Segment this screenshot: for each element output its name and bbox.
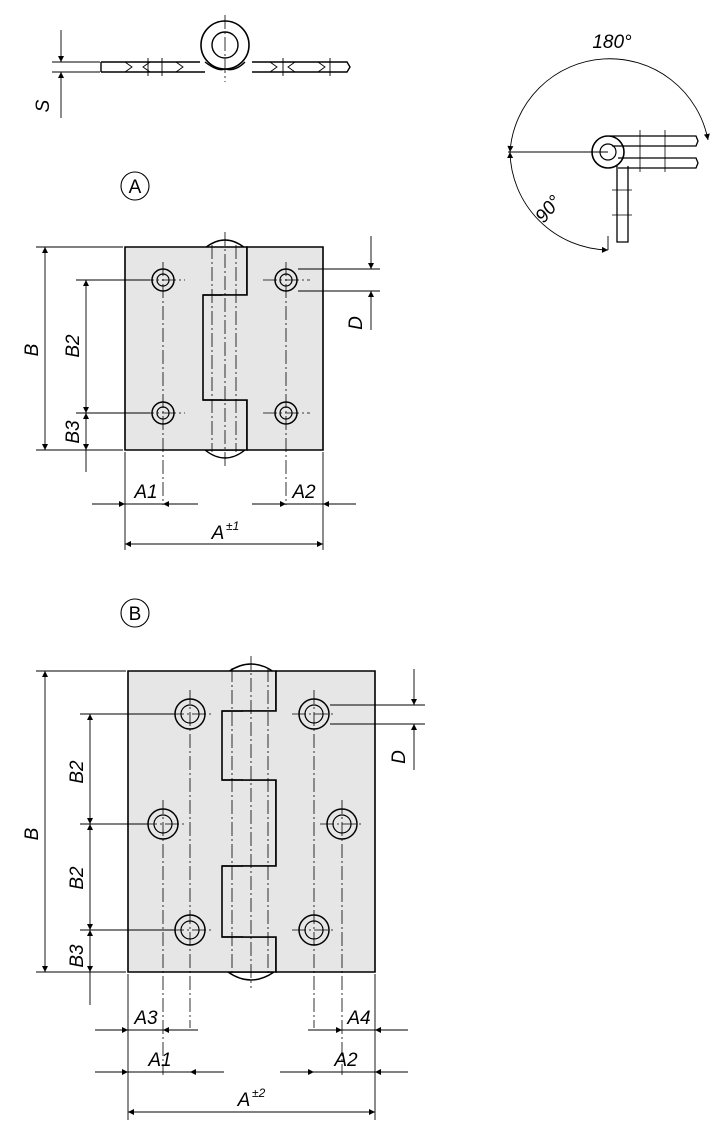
b-b2-lower-label: B2 <box>67 866 88 890</box>
a-b3-label: B3 <box>63 420 84 444</box>
a-a2-label: A2 <box>291 482 316 503</box>
variant-a-right-leaf <box>202 246 324 451</box>
b-b3-label: B3 <box>67 944 88 968</box>
b-a1-label: A1 <box>147 1050 171 1071</box>
variant-a-label: A <box>129 177 142 198</box>
rotation-view: 180° 90° <box>507 32 710 253</box>
variant-b-marker <box>120 598 150 628</box>
s-label: S <box>33 99 54 112</box>
variant-a-view: A B B2 B3 D <box>22 171 380 550</box>
b-a3-label: A3 <box>133 1008 158 1029</box>
a-b2-label: B2 <box>63 334 84 358</box>
variant-b-hole <box>298 698 330 730</box>
a-b-label: B <box>22 343 43 356</box>
angle-90-label: 90° <box>532 191 567 227</box>
variant-b-label: B <box>129 604 142 625</box>
variant-a-hole <box>151 401 175 425</box>
b-a4-label: A4 <box>346 1008 370 1029</box>
variant-b-hole <box>326 808 358 840</box>
variant-a-hole <box>151 268 175 292</box>
b-d-label: D <box>389 750 410 764</box>
a-a-tolerance: ±1 <box>226 519 239 533</box>
b-b2-upper-label: B2 <box>67 760 88 784</box>
b-a-tolerance: ±2 <box>252 1086 266 1100</box>
b-a2-label: A2 <box>333 1050 358 1071</box>
variant-b-hole <box>298 914 330 946</box>
b-b-label: B <box>22 827 43 840</box>
variant-a-hole <box>274 401 298 425</box>
a-d-label: D <box>346 316 367 330</box>
side-view: S <box>33 15 351 118</box>
a-a1-label: A1 <box>133 482 157 503</box>
variant-b-view: B B B2 B2 B3 <box>22 598 425 1120</box>
a-a-label: A <box>211 523 225 544</box>
variant-a-hole <box>274 268 298 292</box>
angle-180-label: 180° <box>592 32 632 53</box>
variant-a-marker <box>120 171 150 201</box>
b-a-label: A <box>237 1090 251 1111</box>
